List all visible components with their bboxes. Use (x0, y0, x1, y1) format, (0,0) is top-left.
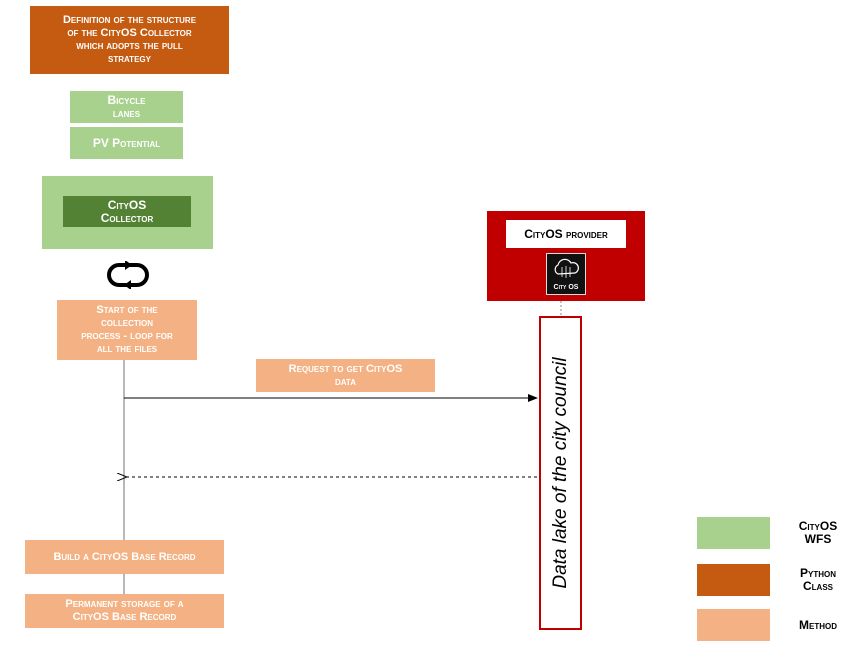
bicycle-lanes-box: Bicycle lanes (70, 91, 183, 123)
legend-label-method: Method (799, 618, 837, 632)
legend-label-wfs: CityOS WFS (798, 519, 838, 546)
provider-logo: City OS (546, 253, 586, 295)
build-record-label: Build a CityOS Base Record (53, 551, 196, 563)
start-collection-box: Start of the collection process - loop f… (57, 300, 197, 360)
cloud-circuit-icon (551, 257, 581, 279)
loop-arrows-icon (99, 260, 157, 290)
datalake-label: Data lake of the city council (549, 357, 571, 589)
legend-label-python: Python Class (799, 566, 836, 593)
provider-logo-text: City OS (553, 284, 579, 291)
request-box: Request to get CityOS data (256, 359, 435, 392)
definition-box: Definition of the structure of the CityO… (30, 6, 229, 74)
pv-potential-box: PV Potential (70, 127, 183, 159)
collector-container: CityOS Collector (42, 176, 213, 249)
start-collection-label: Start of the collection process - loop f… (81, 304, 173, 355)
permanent-storage-label: Permanent storage of a CityOS Base Recor… (65, 598, 184, 623)
legend-swatch-method (697, 609, 770, 641)
bicycle-lanes-label: Bicycle lanes (107, 93, 146, 120)
build-record-box: Build a CityOS Base Record (25, 540, 224, 574)
legend-swatch-python (697, 564, 770, 596)
legend-swatch-wfs (697, 517, 770, 549)
datalake-box: Data lake of the city council (539, 316, 582, 630)
provider-title: CityOS provider (524, 227, 608, 241)
provider-title-box: CityOS provider (506, 220, 626, 248)
request-label: Request to get CityOS data (288, 362, 403, 388)
provider-box: CityOS provider City OS (487, 211, 645, 301)
collector-label: CityOS Collector (100, 197, 154, 225)
definition-label: Definition of the structure of the CityO… (62, 14, 197, 65)
pv-potential-label: PV Potential (92, 136, 161, 150)
permanent-storage-box: Permanent storage of a CityOS Base Recor… (25, 594, 224, 628)
collector-box: CityOS Collector (63, 196, 191, 227)
